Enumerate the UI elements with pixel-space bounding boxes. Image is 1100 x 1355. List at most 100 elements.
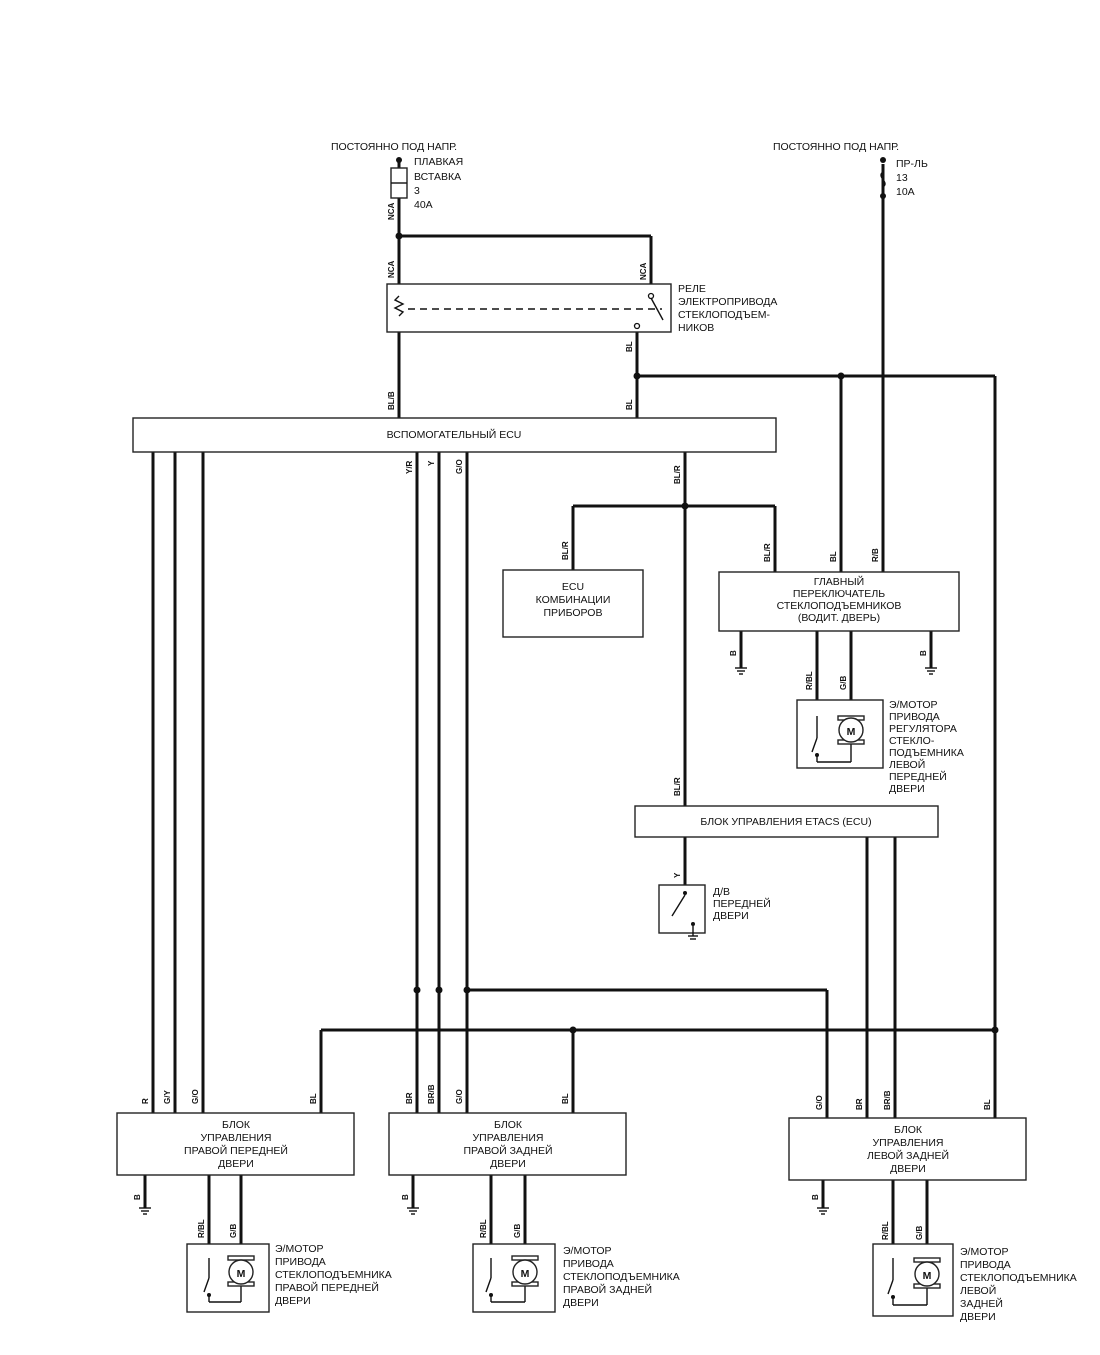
wire-label-go-lr: G/O [815,1095,824,1110]
main-switch-label-4: (ВОДИТ. ДВЕРЬ) [798,612,880,624]
motor-lf-label-5: ПОДЪЕМНИКА [889,747,964,759]
wire-label-gy: G/Y [163,1090,172,1104]
wire-label-brb-rr: BR/B [427,1084,436,1104]
power-left: ПОСТОЯННО ПОД НАПР. ПЛАВКАЯ ВСТАВКА 3 40… [331,141,463,211]
motor-lf-label-7: ПЕРЕДНЕЙ [889,770,947,783]
wire-label-rbl-rr: R/BL [479,1219,488,1238]
motor-lr-label-5: ЗАДНЕЙ [960,1297,1003,1310]
lr-unit-label-4: ДВЕРИ [890,1163,926,1175]
wire-label-blr-switch: BL/R [763,543,772,562]
wire-label-blr-ecu: BL/R [673,465,682,484]
wire-label-b-sw2: B [919,650,928,656]
rf-unit-label-1: БЛОК [222,1119,251,1131]
relay-label-4: НИКОВ [678,322,714,334]
wire-label-bl-lr: BL [983,1099,992,1110]
wire-label-blb: BL/B [387,391,396,410]
wire-label-r: R [141,1098,150,1104]
motor-lf-symbol: M [847,726,856,738]
motor-rf-label-5: ДВЕРИ [275,1295,311,1307]
motor-rr-label-2: ПРИВОДА [563,1258,614,1270]
aux-ecu-label: ВСПОМОГАТЕЛЬНЫЙ ECU [387,428,522,441]
motor-lf-label-4: СТЕКЛО- [889,735,935,747]
meter-ecu-label-1: ECU [562,581,584,593]
motor-rr-label-5: ДВЕРИ [563,1297,599,1309]
fuse-label-1: ПР-ЛЬ [896,158,928,170]
power-right-label: ПОСТОЯННО ПОД НАПР. [773,141,899,153]
junction-dots [395,232,999,1034]
rf-unit-label-3: ПРАВОЙ ПЕРЕДНЕЙ [184,1144,288,1157]
fusible-link-label-2: ВСТАВКА [414,171,461,183]
aux-ecu: ВСПОМОГАТЕЛЬНЫЙ ECU [132,417,777,453]
motor-lr-label-6: ДВЕРИ [960,1311,996,1323]
power-left-label: ПОСТОЯННО ПОД НАПР. [331,141,457,153]
door-switch-label-2: ПЕРЕДНЕЙ [713,897,771,910]
motor-lf: M Э/МОТОР ПРИВОДА РЕГУЛЯТОРА СТЕКЛО- ПОД… [796,699,964,795]
fusible-link-label-4: 40А [414,199,433,211]
wire-label-gb-rf: G/B [229,1224,238,1238]
wire-labels: NCA NCA NCA BL BL/B BL Y/R Y G/O BL/R BL… [133,202,992,1240]
wire-label-bl-rf: BL [309,1093,318,1104]
wire-label-y: Y [427,460,436,466]
wire-label-blr-meter: BL/R [561,541,570,560]
rf-unit-label-4: ДВЕРИ [218,1158,254,1170]
motor-rf: M Э/МОТОР ПРИВОДА СТЕКЛОПОДЪЕМНИКА ПРАВО… [186,1243,392,1313]
door-switch-label-1: Д/В [713,886,730,898]
main-switch-label-1: ГЛАВНЫЙ [814,575,864,588]
etacs-label: БЛОК УПРАВЛЕНИЯ ETACS (ECU) [700,816,871,828]
motor-lf-label-1: Э/МОТОР [889,699,938,711]
wire-label-br-rr: BR [405,1092,414,1104]
motor-rf-label-4: ПРАВОЙ ПЕРЕДНЕЙ [275,1281,379,1294]
motor-rr-label-3: СТЕКЛОПОДЪЕМНИКА [563,1271,680,1283]
wire-label-bl-ecu: BL [625,399,634,410]
motor-lf-label-2: ПРИВОДА [889,711,940,723]
meter-ecu-label-3: ПРИБОРОВ [544,607,603,619]
wire-label-go-rf: G/O [191,1089,200,1104]
fusible-link-label-3: 3 [414,185,420,197]
wire-label-yr: Y/R [405,460,414,474]
lr-unit-label-1: БЛОК [894,1124,923,1136]
wire-label-gb-lf: G/B [839,676,848,690]
relay-label-1: РЕЛЕ [678,283,706,295]
wire-label-brb-lr: BR/B [883,1090,892,1110]
rf-unit-label-2: УПРАВЛЕНИЯ [200,1132,271,1144]
main-switch: ГЛАВНЫЙ ПЕРЕКЛЮЧАТЕЛЬ СТЕКЛОПОДЪЕМНИКОВ … [718,571,960,632]
ground-icon [139,1207,151,1215]
rr-unit-label-2: УПРАВЛЕНИЯ [472,1132,543,1144]
motor-rf-label-2: ПРИВОДА [275,1256,326,1268]
motor-lr-label-2: ПРИВОДА [960,1259,1011,1271]
motor-lr-label-4: ЛЕВОЙ [960,1284,996,1297]
etacs-ecu: БЛОК УПРАВЛЕНИЯ ETACS (ECU) [634,805,939,838]
wire-label-gb-rr: G/B [513,1224,522,1238]
lr-door-unit: БЛОК УПРАВЛЕНИЯ ЛЕВОЙ ЗАДНЕЙ ДВЕРИ [788,1117,1027,1181]
wire-label-go-rr: G/O [455,1089,464,1104]
fusible-link-label-1: ПЛАВКАЯ [414,156,463,168]
wire-label-rbl-rf: R/BL [197,1219,206,1238]
meter-ecu: ECU КОМБИНАЦИИ ПРИБОРОВ [502,569,644,638]
motor-lf-label-8: ДВЕРИ [889,783,925,795]
motor-rr-symbol: M [521,1268,530,1280]
motor-rr-label-1: Э/МОТОР [563,1245,612,1257]
relay-label-3: СТЕКЛОПОДЪЕМ- [678,309,770,321]
wire-label-gb-lr: G/B [915,1226,924,1240]
main-switch-label-3: СТЕКЛОПОДЪЕМНИКОВ [777,600,902,612]
ground-symbols [139,667,937,1215]
rf-door-unit: БЛОК УПРАВЛЕНИЯ ПРАВОЙ ПЕРЕДНЕЙ ДВЕРИ [116,1112,355,1176]
wire-label-nca-2: NCA [387,260,396,278]
wire-label-go-ecu: G/O [455,459,464,474]
ground-icon [735,667,747,675]
motor-rf-label-3: СТЕКЛОПОДЪЕМНИКА [275,1269,392,1281]
wire-label-b-rf: B [133,1194,142,1200]
wire-label-bl-relay: BL [625,341,634,352]
motor-rf-label-1: Э/МОТОР [275,1243,324,1255]
lr-unit-label-3: ЛЕВОЙ ЗАДНЕЙ [867,1149,949,1162]
motor-lf-label-3: РЕГУЛЯТОРА [889,723,957,735]
power-right: ПОСТОЯННО ПОД НАПР. ПР-ЛЬ 13 10А [773,141,928,199]
motor-lr-symbol: M [923,1270,932,1282]
wire-label-nca-1: NCA [387,202,396,220]
wire-label-br-lr: BR [855,1098,864,1110]
wire-label-rb: R/B [871,548,880,562]
ground-icon [407,1207,419,1215]
door-switch-label-3: ДВЕРИ [713,910,749,922]
wire-label-nca-3: NCA [639,262,648,280]
